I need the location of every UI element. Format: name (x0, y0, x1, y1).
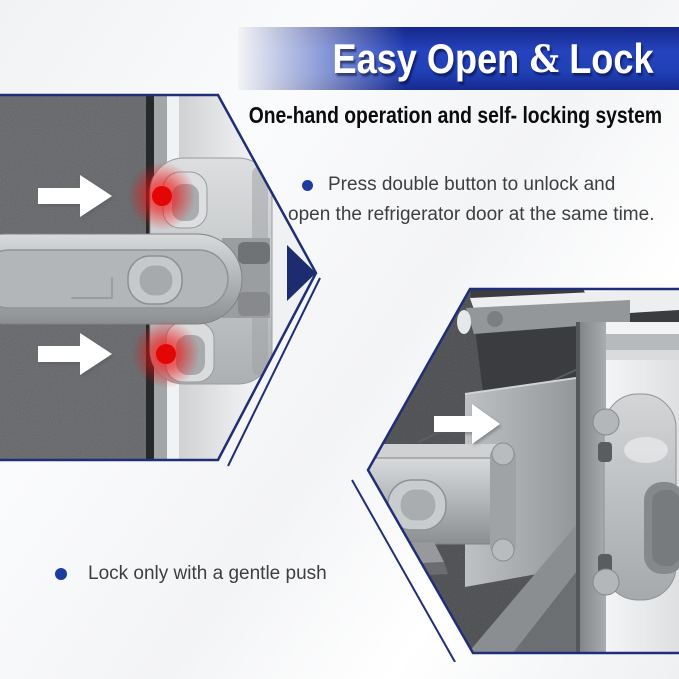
door-cap-band (606, 334, 679, 350)
unlock-button-inner (138, 264, 174, 297)
lock-housing (592, 393, 679, 601)
arm-seam (71, 277, 113, 299)
banner: Easy Open & Lock (238, 27, 679, 90)
door-gasket-trim (576, 322, 606, 653)
hexagon-border (0, 93, 318, 462)
led-indicator-top (128, 162, 196, 230)
door-top-white (606, 322, 679, 334)
shelf-front-bar (466, 300, 630, 334)
right-photo-lock-in-fridge (351, 287, 679, 662)
feature-point-lock: Lock only with a gentle push (55, 562, 327, 586)
press-line2: open the refrigerator door at the same t… (288, 204, 655, 225)
hexagon-tip-accent (287, 245, 316, 301)
hexagon-border (366, 287, 679, 655)
press-line1-row: Press double button to unlock and (288, 170, 679, 200)
banner-title: Easy Open & Lock (275, 27, 654, 90)
trim-shadow-line (576, 322, 580, 653)
arm-recess (0, 249, 229, 309)
banner-ampersand: & (529, 36, 559, 81)
subtitle: One-hand operation and self- locking sys… (248, 102, 662, 128)
connector-slot2 (238, 292, 270, 316)
arm-ledge (368, 542, 444, 566)
right-arrow-icon (434, 404, 500, 444)
right-arrow-icon (38, 175, 112, 217)
shelf-peg (457, 310, 471, 334)
shelf-peg-2 (487, 311, 503, 327)
bullet-dot-icon (55, 568, 67, 580)
door-cap-band-2 (606, 350, 679, 360)
bullet-dot-icon (302, 179, 313, 191)
bottom-slope (468, 517, 606, 653)
led-indicator-bottom (132, 320, 200, 388)
plate-edge-highlight (464, 377, 577, 395)
right-arrow-icon (38, 333, 112, 375)
unlock-button-inner (399, 488, 437, 522)
hinge-knob-bottom (491, 538, 515, 562)
feature-point-press: Press double button to unlock and open t… (288, 170, 679, 230)
accent-line (227, 277, 321, 467)
left-photo-lock-closeup (0, 93, 321, 467)
accent-line (351, 479, 456, 662)
subtitle-row: One-hand operation and self- locking sys… (0, 100, 679, 130)
press-line1: Press double button to unlock and (328, 174, 616, 195)
lock-text: Lock only with a gentle push (88, 563, 327, 584)
hinge-pin (490, 448, 516, 554)
banner-title-right: Lock (569, 34, 654, 82)
banner-title-left: Easy Open (332, 34, 520, 82)
connector-slot (238, 242, 270, 264)
hinge-knob-top (491, 442, 515, 466)
